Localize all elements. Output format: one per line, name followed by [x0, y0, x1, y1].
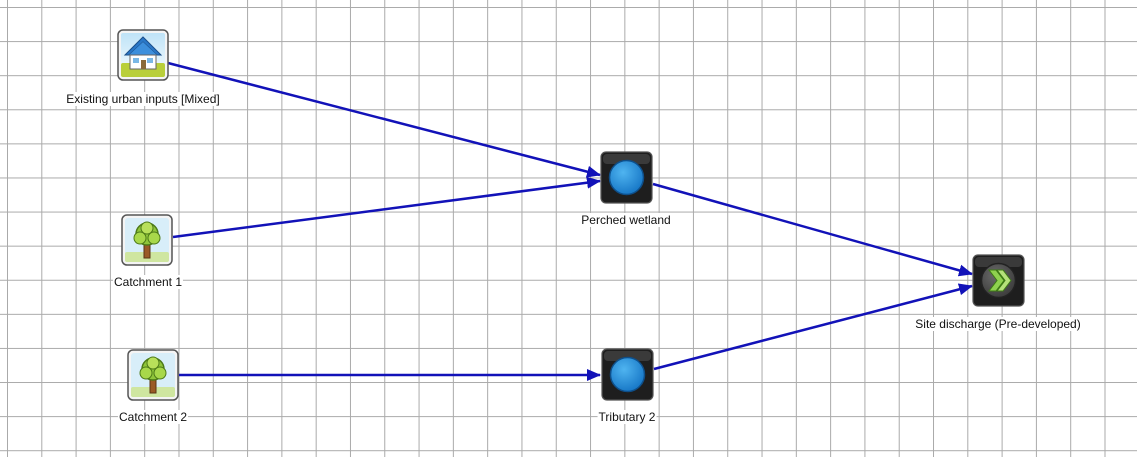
node-label-site-discharge: Site discharge (Pre-developed)	[914, 317, 1082, 331]
tree-icon[interactable]	[121, 214, 173, 266]
node-label-catchment-1: Catchment 1	[112, 275, 184, 289]
link-perched-wetland-to-site-discharge[interactable]	[652, 182, 973, 277]
node-label-catchment-2: Catchment 2	[117, 410, 189, 424]
node-label-tributary-2: Tributary 2	[597, 410, 657, 424]
link-catchment1-to-perched-wetland[interactable]	[172, 176, 601, 239]
blue-circle-node-icon[interactable]	[601, 348, 654, 401]
blue-circle-node-icon[interactable]	[600, 151, 653, 204]
house-icon[interactable]	[117, 29, 169, 81]
node-label-existing-urban: Existing urban inputs [Mixed]	[65, 92, 221, 106]
node-label-perched-wetland: Perched wetland	[580, 213, 672, 227]
tree-icon[interactable]	[127, 349, 179, 401]
discharge-chevron-icon[interactable]	[972, 254, 1025, 307]
link-tributary2-to-site-discharge[interactable]	[653, 283, 973, 371]
link-existing-urban-to-perched-wetland[interactable]	[167, 61, 601, 178]
